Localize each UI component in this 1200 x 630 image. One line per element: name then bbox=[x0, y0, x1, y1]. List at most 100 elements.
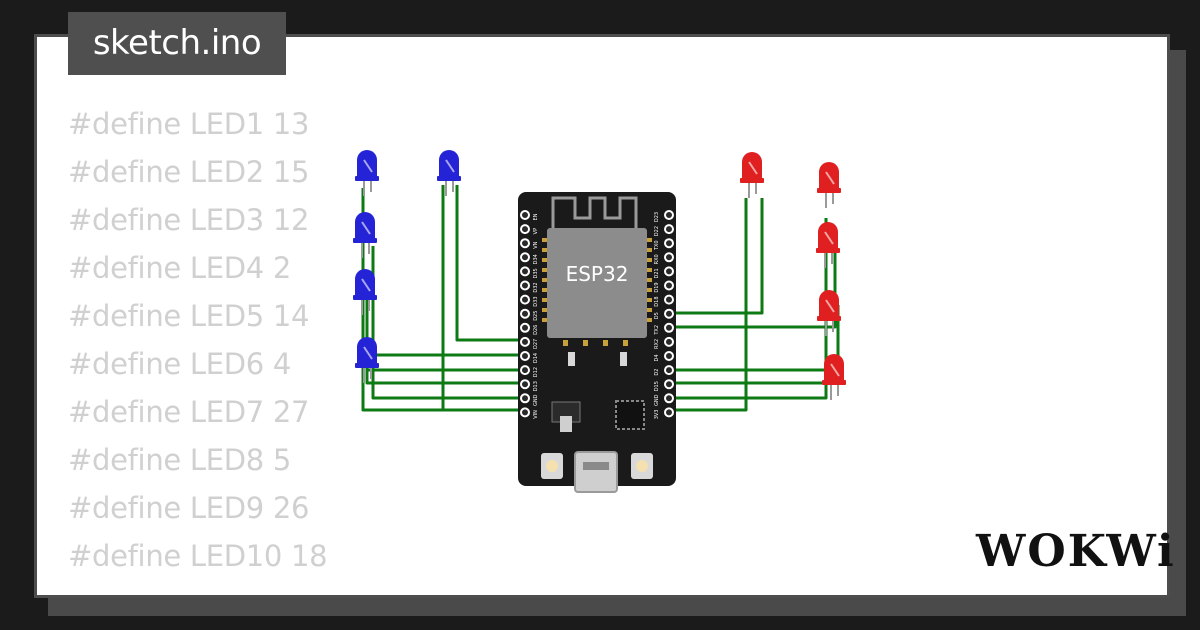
esp32-board[interactable]: ESP32 ENVPVND34D35D32D33D25D26D27D14D12D… bbox=[518, 192, 676, 493]
led[interactable] bbox=[437, 150, 461, 196]
wire[interactable] bbox=[371, 246, 525, 400]
wire[interactable] bbox=[365, 300, 525, 385]
pin-label: D32 bbox=[533, 282, 539, 292]
led-rim bbox=[817, 316, 841, 321]
code-line: #define LED9 26 bbox=[68, 491, 310, 525]
micro-usb-slot bbox=[583, 462, 609, 470]
code-line: #define LED6 4 bbox=[68, 347, 291, 381]
led-rim bbox=[353, 238, 377, 243]
led-shine bbox=[361, 278, 371, 292]
pin-label: TX2 bbox=[654, 325, 660, 336]
pin-left-en[interactable] bbox=[520, 210, 530, 220]
pin-label: D2 bbox=[654, 369, 660, 376]
led[interactable] bbox=[355, 337, 379, 383]
wire[interactable] bbox=[669, 305, 840, 372]
wire[interactable] bbox=[669, 198, 764, 315]
pin-left-d32[interactable] bbox=[520, 280, 530, 291]
led-rim bbox=[353, 295, 377, 300]
pin-right-d22[interactable] bbox=[664, 224, 674, 235]
pin-label: GND bbox=[654, 394, 660, 406]
pin-label: VIN bbox=[533, 410, 539, 419]
pin-left-d33[interactable] bbox=[520, 294, 530, 305]
pin-label: TX0 bbox=[654, 240, 660, 251]
pin-left-vn[interactable] bbox=[520, 238, 530, 249]
pin-right-tx2[interactable] bbox=[664, 322, 674, 333]
smd-part bbox=[568, 352, 575, 366]
pin-left-d14[interactable] bbox=[520, 351, 530, 361]
wire[interactable] bbox=[669, 198, 748, 412]
micro-usb-port[interactable] bbox=[574, 451, 618, 493]
led[interactable] bbox=[817, 290, 841, 336]
pin-label: D23 bbox=[654, 212, 660, 222]
pin-left-d35[interactable] bbox=[520, 266, 530, 277]
pin-label: RX2 bbox=[654, 339, 660, 349]
code-line: #define LED1 13 bbox=[68, 107, 310, 141]
chip-pad bbox=[542, 268, 547, 272]
pin-label: D35 bbox=[533, 268, 539, 278]
pin-right-d2[interactable] bbox=[664, 365, 674, 376]
pin-left-d12[interactable] bbox=[520, 365, 530, 376]
wires bbox=[361, 185, 842, 412]
pin-left-vp[interactable] bbox=[520, 224, 530, 235]
pin-label: D13 bbox=[533, 381, 539, 391]
led-rim bbox=[816, 248, 840, 253]
pin-label: D26 bbox=[533, 325, 539, 335]
chip-pad bbox=[647, 298, 652, 302]
pin-label: D18 bbox=[654, 296, 660, 306]
led[interactable] bbox=[353, 212, 377, 258]
pin-left-d13[interactable] bbox=[520, 379, 530, 390]
pin-right-d15[interactable] bbox=[664, 379, 674, 390]
regulator-tab bbox=[560, 416, 572, 432]
pin-left-d25[interactable] bbox=[520, 308, 530, 319]
led[interactable] bbox=[740, 152, 764, 198]
pin-right-3v3[interactable] bbox=[664, 407, 674, 418]
pin-right-d23[interactable] bbox=[664, 210, 674, 220]
led[interactable] bbox=[822, 354, 846, 400]
pin-label: VN bbox=[533, 241, 539, 248]
pin-left-vin[interactable] bbox=[520, 407, 530, 418]
wire[interactable] bbox=[669, 218, 828, 400]
led[interactable] bbox=[353, 269, 377, 315]
wokwi-logo: WOKWi bbox=[976, 526, 1176, 577]
led[interactable] bbox=[817, 162, 841, 208]
pin-left-d26[interactable] bbox=[520, 322, 530, 333]
code-line: #define LED8 5 bbox=[68, 443, 291, 477]
led-shine bbox=[824, 231, 834, 245]
pin-label: D15 bbox=[654, 381, 660, 391]
wire[interactable] bbox=[669, 233, 837, 329]
chip-pad bbox=[647, 268, 652, 272]
chip-pad bbox=[542, 238, 547, 242]
pin-right-d21[interactable] bbox=[664, 266, 674, 277]
pin-right-d4[interactable] bbox=[664, 351, 674, 361]
pin-left-gnd[interactable] bbox=[520, 393, 530, 404]
chip-pad bbox=[542, 258, 547, 262]
led[interactable] bbox=[355, 150, 379, 196]
wire[interactable] bbox=[669, 377, 842, 385]
chip-pad bbox=[647, 308, 652, 312]
pin-label: D34 bbox=[533, 254, 539, 264]
file-tab[interactable]: sketch.ino bbox=[68, 12, 286, 75]
led-shine bbox=[363, 346, 373, 360]
led-rim bbox=[355, 363, 379, 368]
pin-label: VP bbox=[533, 228, 539, 234]
pin-left-d27[interactable] bbox=[520, 336, 530, 347]
pin-right-d19[interactable] bbox=[664, 280, 674, 291]
leds bbox=[353, 150, 846, 400]
pin-label: D14 bbox=[533, 353, 539, 363]
chip-label: ESP32 bbox=[566, 262, 629, 286]
pin-right-gnd[interactable] bbox=[664, 393, 674, 404]
pin-right-tx0[interactable] bbox=[664, 238, 674, 249]
led[interactable] bbox=[816, 222, 840, 268]
code-line: #define LED4 2 bbox=[68, 251, 291, 285]
pin-right-rx0[interactable] bbox=[664, 252, 674, 263]
pin-label: D22 bbox=[654, 226, 660, 236]
pin-right-rx2[interactable] bbox=[664, 336, 674, 347]
esp32-chip bbox=[547, 228, 647, 338]
pin-right-d18[interactable] bbox=[664, 294, 674, 305]
wire[interactable] bbox=[441, 185, 525, 412]
pin-left-d34[interactable] bbox=[520, 252, 530, 263]
pin-label: D5 bbox=[654, 312, 660, 319]
wire[interactable] bbox=[455, 185, 525, 342]
pin-right-d5[interactable] bbox=[664, 308, 674, 319]
code-line: #define LED2 15 bbox=[68, 155, 310, 189]
